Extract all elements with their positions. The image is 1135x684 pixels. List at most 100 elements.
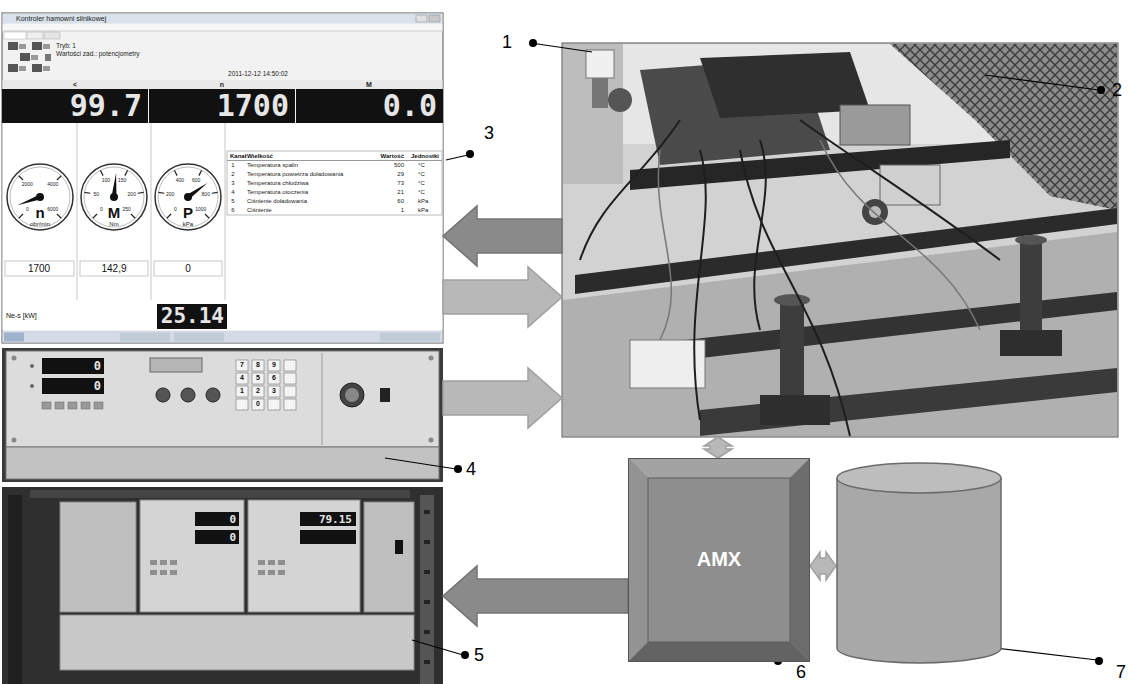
table-cell: °C	[418, 189, 425, 195]
display-value: 0	[94, 380, 101, 392]
keypad-key: 5	[256, 374, 260, 381]
display-value: 79.15	[319, 514, 352, 525]
gauge-tick-label: 600	[192, 178, 200, 183]
keypad-key: 0	[256, 400, 260, 407]
gauge-value: 0	[185, 264, 191, 274]
gauge-label: n	[35, 205, 44, 220]
table-cell: 4	[231, 189, 234, 195]
display-value: 0	[229, 514, 236, 525]
pressure-gauge	[155, 164, 221, 230]
table-cell: Wielkość	[247, 153, 273, 159]
gauge-label: P	[183, 205, 193, 220]
status-text: Tryb: 1	[56, 43, 76, 50]
callout-number: 6	[796, 663, 806, 681]
test-bed-photo: 12	[562, 43, 1118, 437]
gauge-tick-label: 200	[166, 192, 174, 197]
gauge-tick-label: 2000	[22, 182, 33, 187]
torque-gauge	[81, 164, 147, 230]
cylinder-shape	[836, 462, 1002, 666]
status-text: 2011-12-12 14:50:02	[228, 71, 288, 78]
status-text: Wartości zad.: potencjometry	[56, 51, 140, 58]
table-cell: Temperatura otoczenia	[247, 189, 308, 195]
block-arrow	[443, 566, 628, 626]
leader-dots	[454, 39, 1105, 665]
gauge-label: M	[108, 205, 121, 220]
gauge-tick-label: 0	[26, 207, 29, 212]
table-cell: Jednostki	[411, 153, 439, 159]
table-cell: kPa	[418, 207, 428, 213]
display-value: 0	[229, 532, 236, 543]
column-header: n	[220, 81, 224, 88]
column-header: M	[366, 81, 372, 88]
table-cell: Ciśnienie	[247, 207, 272, 213]
amx-box: AMX6	[628, 458, 810, 662]
test-bed-photo	[562, 43, 1118, 437]
digital-readout: 0.0	[383, 91, 437, 121]
gauge-tick-label: 1000	[195, 207, 206, 212]
table-cell: 60	[397, 198, 404, 204]
keypad-key: 3	[272, 387, 276, 394]
double-block-arrow	[810, 552, 836, 580]
table-cell: 2	[231, 171, 234, 177]
digital-readout: 1700	[217, 91, 289, 121]
table-cell: Ciśnienie doładowania	[247, 198, 307, 204]
gauge-tick-label: 400	[176, 178, 184, 183]
rpm-gauge	[7, 164, 73, 230]
control-panel-photo	[2, 348, 443, 482]
table-cell: 6	[231, 207, 234, 213]
keypad-key: 2	[256, 387, 260, 394]
table-cell: Kanał	[230, 153, 246, 159]
table-cell: 29	[397, 171, 404, 177]
rack-panel: 5	[2, 487, 443, 684]
software-window: Kontroler hamowni silnikowej 3	[2, 13, 443, 343]
gauge-tick-label: 4000	[47, 182, 58, 187]
table-cell: Temperatura powietrza doładowania	[247, 171, 343, 177]
table-cell: 500	[394, 162, 404, 168]
table-cell: °C	[418, 162, 425, 168]
table-cell: Wartość	[381, 153, 404, 159]
digital-readout: 25.14	[161, 306, 224, 327]
callout-number: 7	[1116, 663, 1126, 681]
gauge-tick-label: 0	[100, 207, 103, 212]
table-cell: 1	[401, 207, 404, 213]
keypad-key: 4	[240, 374, 244, 381]
callout-number: 1	[502, 33, 512, 51]
table-cell: 21	[397, 189, 404, 195]
gauge-tick-label: 200	[128, 192, 136, 197]
gauge-tick-label: 150	[118, 178, 126, 183]
table-cell: Temperatura spalin	[247, 162, 298, 168]
callout-number: 2	[1112, 81, 1122, 99]
table-cell: 3	[231, 180, 234, 186]
window-title: Kontroler hamowni silnikowej	[16, 15, 106, 22]
table-cell: 73	[397, 180, 404, 186]
gauge-label: Nm	[109, 221, 118, 227]
gauge-tick-label: 50	[93, 192, 99, 197]
table-cell: °C	[418, 180, 425, 186]
block-arrow	[443, 368, 562, 428]
table-cell: 1	[231, 162, 234, 168]
gauge-tick-label: 800	[202, 192, 210, 197]
table-cell: °C	[418, 171, 425, 177]
gauge-tick-label: 0	[174, 207, 177, 212]
gauge-tick-label: 100	[102, 178, 110, 183]
callout-number: 5	[474, 646, 484, 664]
keypad-key: 9	[272, 361, 276, 368]
callout-number: 4	[466, 460, 476, 478]
control-panel: 4	[2, 348, 443, 482]
power-label: Ne-s [kW]	[6, 312, 37, 319]
block-arrow	[443, 267, 562, 327]
gauge-tick-label: 6000	[47, 207, 58, 212]
gauge-label: kPa	[183, 221, 193, 227]
keypad-key: 8	[256, 361, 260, 368]
software-screenshot	[2, 13, 443, 343]
rack-panel-photo	[2, 487, 443, 684]
digital-readout: 99.7	[70, 91, 142, 121]
table-cell: kPa	[418, 198, 428, 204]
keypad-key: 6	[272, 374, 276, 381]
block-arrow	[443, 206, 562, 266]
gauge-tick-label: 250	[123, 207, 131, 212]
double-block-arrow	[704, 437, 732, 458]
toolbar-icons	[8, 42, 51, 72]
column-header: <	[73, 81, 77, 88]
